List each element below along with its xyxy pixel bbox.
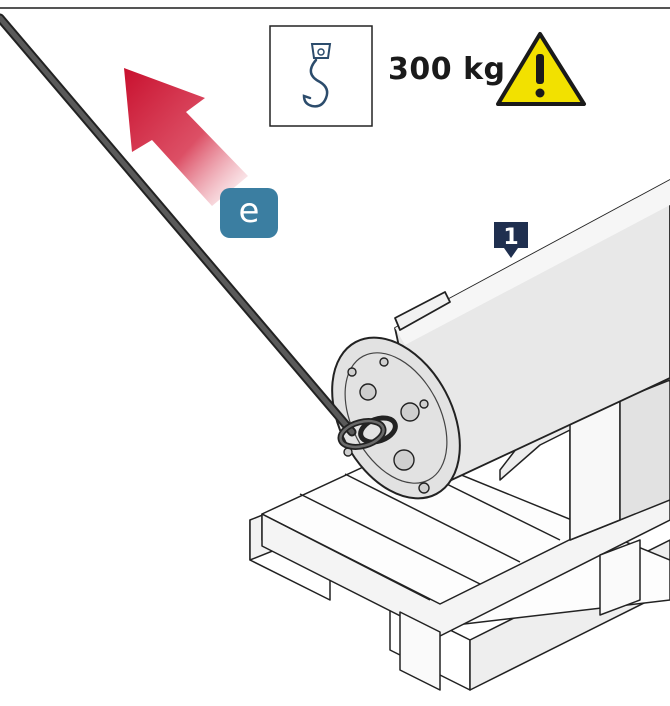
step-badge-shape [220,188,278,238]
crane-hook-icon [269,25,373,127]
load-capacity-label: 300 kg [388,52,506,87]
cylinder-end-flange [331,336,461,500]
part-number-marker: 1 [503,225,519,250]
part-marker-shape [494,222,528,258]
step-letter-badge: e [238,191,260,231]
warning-triangle-icon [496,32,586,106]
wooden-pallet [249,449,670,691]
lifting-cable [0,13,387,450]
lift-direction-arrow [124,68,248,206]
